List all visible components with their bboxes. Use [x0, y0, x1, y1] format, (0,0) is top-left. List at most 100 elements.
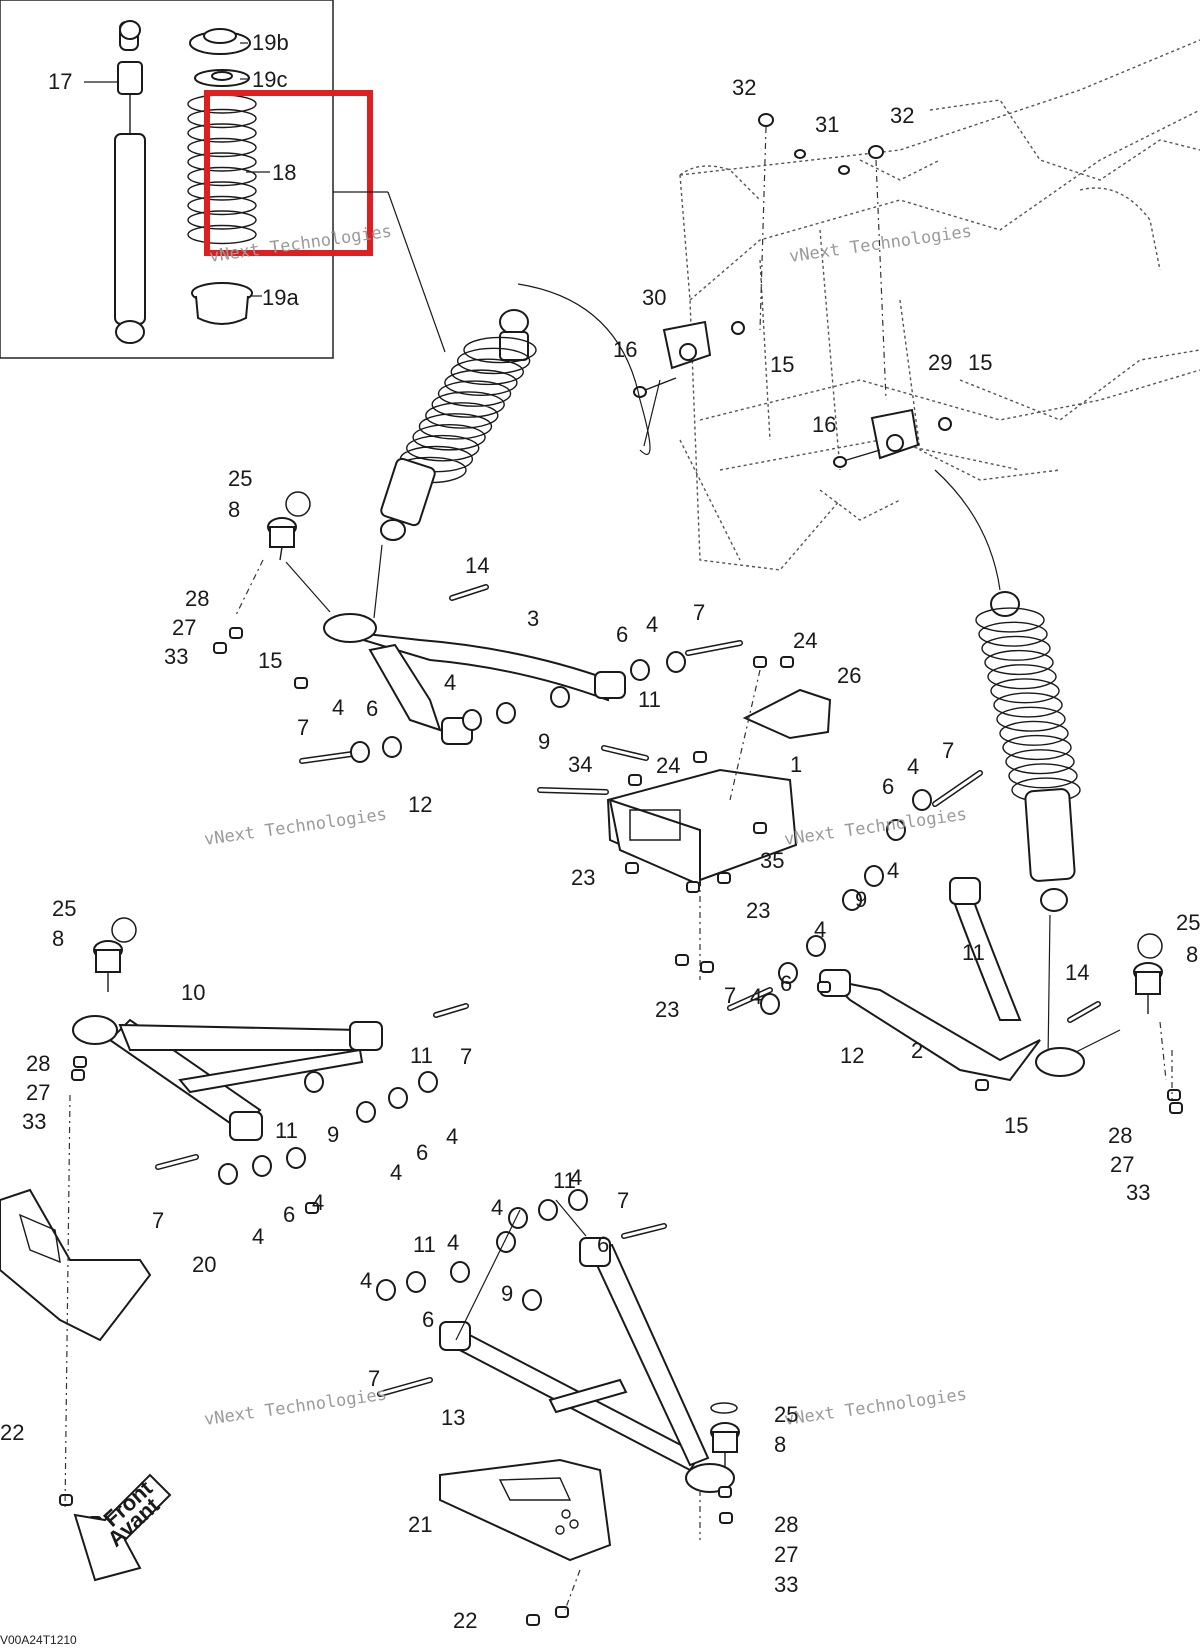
bushing — [522, 1289, 542, 1311]
callout-28d: 28 — [774, 1512, 798, 1537]
callout-4g: 4 — [750, 984, 762, 1009]
callout-7d: 7 — [724, 983, 736, 1008]
spring-coil — [187, 181, 257, 201]
callout-14a: 14 — [465, 553, 489, 578]
callout-25b: 25 — [52, 896, 76, 921]
nut — [780, 656, 794, 668]
frame-nuts-31-32 — [758, 113, 887, 401]
callout-25a: 25 — [228, 466, 252, 491]
callout-23b: 23 — [746, 898, 770, 923]
callout-4n: 4 — [447, 1230, 459, 1255]
callout-34: 34 — [568, 752, 592, 777]
shock-mount-29 — [833, 408, 952, 468]
bushing — [350, 741, 370, 763]
callout-8c: 8 — [1186, 942, 1198, 967]
shock-mount-30 — [633, 320, 745, 398]
callout-4a: 4 — [646, 612, 658, 637]
callout-13: 13 — [441, 1405, 465, 1430]
callout-6c: 6 — [882, 774, 894, 799]
nut — [625, 862, 639, 874]
bolt-highlight — [156, 1155, 198, 1169]
callout-28a: 28 — [185, 586, 209, 611]
bushing — [912, 789, 932, 811]
callout-19c: 19c — [252, 67, 287, 92]
callout-18: 18 — [272, 160, 296, 185]
bolt-highlight — [378, 1378, 432, 1396]
callout-6b: 6 — [366, 696, 378, 721]
nut — [975, 1079, 989, 1091]
callout-3: 3 — [527, 606, 539, 631]
nut — [71, 1069, 85, 1081]
watermark-text: vNext Technologies — [783, 805, 968, 850]
callout-7f: 7 — [152, 1208, 164, 1233]
shock-inset — [0, 0, 446, 359]
callout-33d: 33 — [774, 1572, 798, 1597]
nut — [555, 1606, 569, 1618]
bolt-highlight — [300, 752, 354, 763]
callout-27b: 27 — [1110, 1152, 1134, 1177]
ball-joint-8-upper — [267, 491, 311, 561]
callout-25c: 25 — [1176, 910, 1200, 935]
bolt-highlight — [602, 746, 648, 760]
nut — [700, 961, 714, 973]
callout-7e: 7 — [460, 1044, 472, 1069]
callout-6f: 6 — [283, 1202, 295, 1227]
callout-11e: 11 — [553, 1168, 576, 1193]
bushing — [496, 1231, 516, 1253]
nut — [229, 627, 243, 639]
callout-8b: 8 — [52, 926, 64, 951]
callout-23c: 23 — [655, 997, 679, 1022]
callout-16b: 16 — [812, 412, 836, 437]
nut — [719, 1512, 733, 1524]
skid-plate-20 — [0, 1188, 152, 1342]
callout-26: 26 — [837, 663, 861, 688]
ball-joint-8-left — [93, 917, 137, 992]
bushing — [252, 1155, 272, 1177]
callout-4i: 4 — [312, 1190, 324, 1215]
bolt-highlight — [933, 771, 982, 806]
callout-4f: 4 — [814, 917, 826, 942]
callout-24a: 24 — [793, 628, 817, 653]
callout-32b: 32 — [890, 103, 914, 128]
upper-a-arm-3 — [323, 613, 626, 745]
bushing — [462, 709, 482, 731]
nut — [628, 774, 642, 786]
callout-7h: 7 — [368, 1366, 380, 1391]
nut — [718, 1486, 732, 1498]
arrow-leaders — [285, 561, 1121, 1341]
watermark-text: vNext Technologies — [203, 805, 388, 850]
callout-6h: 6 — [422, 1307, 434, 1332]
bushing — [218, 1163, 238, 1185]
lower-a-arm-2 — [819, 877, 1085, 1082]
bushing — [666, 651, 686, 673]
callout-9a: 9 — [538, 729, 550, 754]
callout-21: 21 — [408, 1512, 432, 1537]
spring-coil — [187, 166, 257, 187]
spring-coil — [187, 108, 257, 129]
callout-4o: 4 — [360, 1268, 372, 1293]
left-shock-assembly — [373, 283, 661, 619]
callout-11f: 11 — [413, 1232, 436, 1257]
callout-14b: 14 — [1065, 960, 1089, 985]
ball-joint-8-right — [1133, 933, 1163, 1014]
callout-4l: 4 — [570, 1165, 582, 1190]
callout-19b: 19b — [252, 30, 289, 55]
callout-4e: 4 — [887, 858, 899, 883]
center-bracket-1 — [606, 768, 798, 887]
callout-4j: 4 — [252, 1224, 264, 1249]
nut — [73, 1056, 87, 1068]
bolt-highlight — [686, 641, 742, 655]
bushing — [418, 1071, 438, 1093]
spring-coil — [187, 152, 257, 172]
callout-17: 17 — [48, 69, 72, 94]
callout-22b: 22 — [453, 1608, 477, 1633]
callout-7a: 7 — [693, 600, 705, 625]
inset-frame — [0, 0, 334, 359]
front-direction-arrow: Front Avant — [73, 1473, 172, 1582]
callout-24b: 24 — [656, 753, 680, 778]
callout-4k: 4 — [390, 1160, 402, 1185]
callout-6d: 6 — [780, 971, 792, 996]
callout-2: 2 — [911, 1038, 923, 1063]
nut — [1167, 1089, 1181, 1101]
